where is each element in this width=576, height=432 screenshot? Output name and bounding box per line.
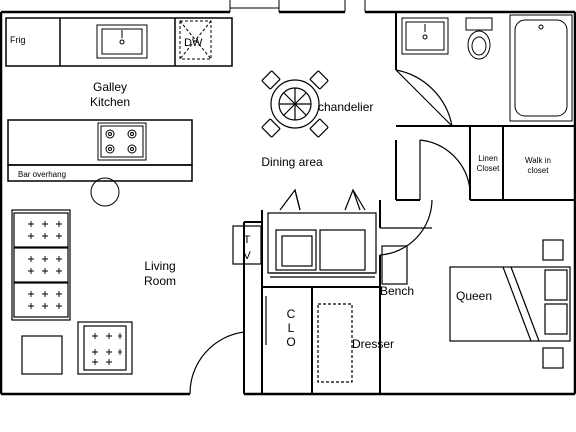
- cabinet-doors-icon: [279, 188, 366, 211]
- dining-area-label: Dining area: [261, 155, 323, 169]
- walk-in-closet-label-line2: closet: [528, 166, 550, 175]
- side-table-icon: [21, 335, 63, 375]
- living-label-line1: Living: [144, 259, 175, 273]
- exterior-walls: [0, 10, 576, 396]
- galley-label-line2: Kitchen: [90, 95, 130, 109]
- dresser-icon: [317, 303, 353, 383]
- queen-bed-label: Queen: [456, 289, 492, 303]
- linen-closet-label-line1: Linen: [478, 154, 498, 163]
- sofa-icon: [11, 209, 71, 321]
- kitchen-counter: [5, 17, 233, 67]
- bar-overhang-label: Bar overhang: [18, 170, 66, 179]
- dishwasher-icon: [179, 20, 212, 60]
- bar-counter: [7, 119, 193, 182]
- bench-icon: [381, 245, 408, 285]
- galley-label-line1: Galley: [93, 80, 127, 94]
- bar-stool-icon: [90, 177, 120, 207]
- closet-label-l: L: [288, 321, 295, 335]
- closet-label-o: O: [286, 335, 295, 349]
- bathroom-sink-icon: [401, 17, 449, 55]
- bench-label: Bench: [380, 284, 414, 298]
- tv-label-t: T: [244, 234, 251, 246]
- walk-in-closet-label-line1: Walk in: [525, 156, 551, 165]
- closet-label-c: C: [287, 307, 296, 321]
- dresser-label: Dresser: [352, 337, 394, 351]
- bedroom-door-icon: [379, 199, 433, 256]
- bathtub-icon: [509, 14, 573, 122]
- linen-closet-door-icon: [419, 139, 471, 200]
- top-entry-detail: [229, 0, 366, 12]
- armchair-icon: [77, 321, 133, 375]
- linen-closet-label-line2: Closet: [477, 164, 500, 173]
- nightstand-icon: [542, 239, 564, 369]
- toilet-icon: [465, 17, 493, 60]
- queen-bed-icon: [449, 266, 571, 342]
- bathroom-door-icon: [395, 69, 453, 127]
- interior-walls: [243, 12, 575, 394]
- cooktop-icon: [97, 122, 147, 161]
- entry-door-icon: [189, 331, 245, 395]
- tv-label-v: V: [243, 250, 251, 262]
- living-label-line2: Room: [144, 274, 176, 288]
- console-cabinet-icon: [267, 212, 377, 278]
- chandelier-label: chandelier: [318, 100, 373, 114]
- dishwasher-label: DW: [184, 37, 203, 49]
- dining-table-icon: [261, 70, 329, 138]
- fridge-label: Frig: [10, 35, 26, 45]
- tv-icon: [232, 225, 262, 265]
- sink-icon: [96, 24, 148, 59]
